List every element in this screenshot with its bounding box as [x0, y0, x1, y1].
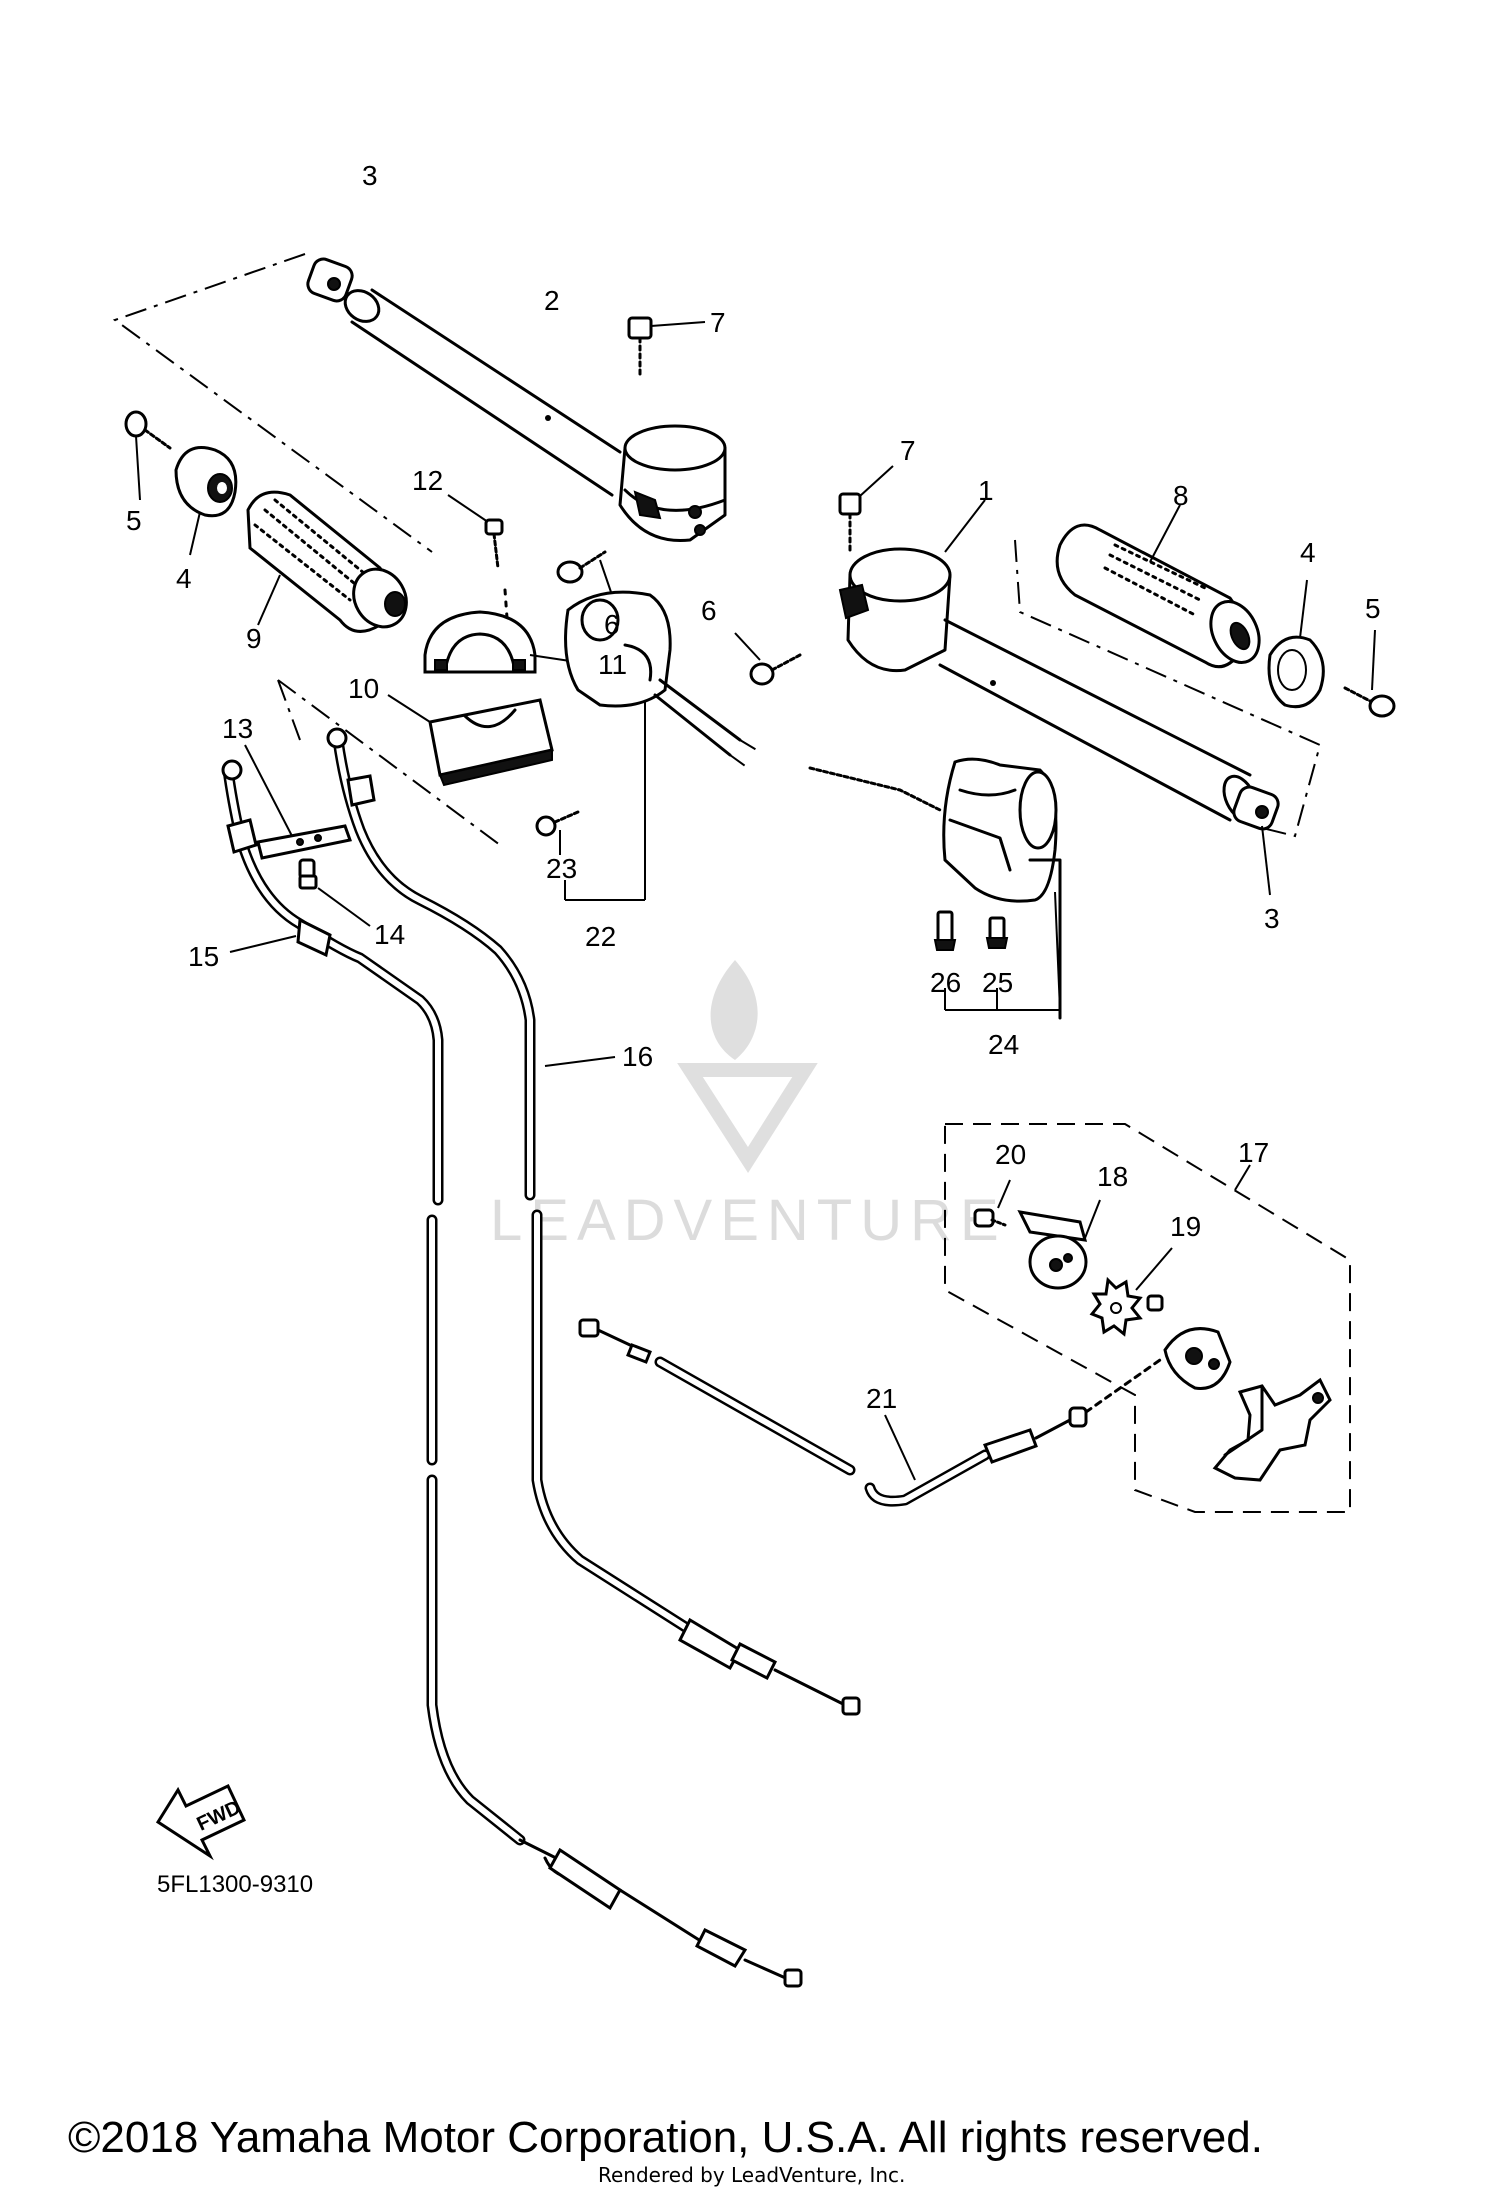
callout-4-right: 4	[1300, 537, 1316, 568]
callout-17: 17	[1238, 1137, 1269, 1168]
part-18-pulley	[1017, 1199, 1101, 1290]
callout-7-left: 7	[710, 307, 726, 338]
part-1-right-handlebar	[838, 499, 1258, 822]
watermark-text: LEADVENTURE	[490, 1188, 1007, 1253]
part-6-bolt-right	[734, 632, 802, 686]
part-13-bracket	[244, 744, 352, 860]
part-16-cable	[326, 727, 861, 1716]
callout-20: 20	[995, 1139, 1026, 1170]
callout-11: 11	[598, 649, 627, 680]
part-6-bolt-left	[556, 550, 613, 596]
part-9-left-grip	[246, 490, 408, 633]
callout-21: 21	[866, 1383, 897, 1414]
part-15-cable	[221, 759, 803, 1988]
part-5-bolt-right	[1343, 629, 1396, 718]
part-14-bolt	[298, 858, 371, 927]
fwd-arrow-icon: FWD	[155, 1783, 246, 1861]
part-24-right-switch	[808, 757, 1062, 1020]
leadventure-watermark: LEADVENTURE	[490, 960, 1007, 1253]
callout-4-left: 4	[176, 563, 192, 594]
callout-15: 15	[188, 941, 219, 972]
callout-labels: 3 2 7 7 1 8 12 5 4 6 9 4 5 6 11 10 13 23…	[126, 160, 1381, 1414]
callout-7-right: 7	[900, 435, 916, 466]
part-7-bolt-right	[838, 465, 894, 552]
callout-10: 10	[348, 673, 379, 704]
part-26-screw	[933, 910, 957, 1010]
part-17-leader	[1234, 1164, 1251, 1191]
callout-5-left: 5	[126, 505, 142, 536]
part-11-upper-holder	[423, 610, 591, 674]
part-5-bolt-left	[124, 410, 172, 501]
part-3-right-bar-end	[1232, 785, 1280, 896]
part-21-cable	[578, 1318, 1162, 1507]
callout-9: 9	[246, 623, 262, 654]
part-7-bolt-left	[627, 316, 706, 380]
callout-3-right: 3	[1264, 903, 1280, 934]
callout-6-left: 6	[604, 609, 620, 640]
callout-3-left: 3	[362, 160, 378, 191]
part-22-left-switch	[564, 590, 761, 901]
callout-13: 13	[222, 713, 253, 744]
callout-16: 16	[622, 1041, 653, 1072]
callout-6-right: 6	[701, 595, 717, 626]
callout-18: 18	[1097, 1161, 1128, 1192]
callout-26: 26	[930, 967, 961, 998]
callout-23: 23	[546, 853, 577, 884]
alignment-line-left-upper	[112, 253, 433, 553]
part-19-gear	[1089, 1247, 1173, 1337]
callout-24: 24	[988, 1029, 1019, 1060]
callout-5-right: 5	[1365, 593, 1381, 624]
callout-12: 12	[412, 465, 443, 496]
callout-2: 2	[544, 285, 560, 316]
callout-1: 1	[978, 475, 994, 506]
throttle-housing	[1163, 1327, 1332, 1482]
part-23-screw	[535, 810, 580, 900]
alignment-line-right	[1014, 539, 1322, 838]
part-10-lower-holder	[387, 694, 554, 787]
callout-14: 14	[374, 919, 405, 950]
callout-8: 8	[1173, 480, 1189, 511]
part-3-left-bar-end	[306, 257, 354, 303]
part-17-assembly-outline	[944, 1123, 1351, 1513]
part-4-left-weight	[174, 446, 238, 556]
callout-25: 25	[982, 967, 1013, 998]
callout-22: 22	[585, 921, 616, 952]
left-clamp	[618, 424, 727, 543]
part-2-left-handlebar	[343, 288, 622, 497]
watermark-flame-icon	[710, 960, 758, 1060]
part-8-right-grip	[1055, 504, 1261, 669]
alignment-line-left-lower	[277, 679, 501, 846]
part-4-right-weight	[1267, 579, 1325, 709]
watermark-v-icon	[677, 1063, 818, 1174]
rendered-by-notice: Rendered by LeadVenture, Inc.	[598, 2163, 905, 2187]
diagram-code: 5FL1300-9310	[157, 1871, 313, 1898]
callout-19: 19	[1170, 1211, 1201, 1242]
part-20-screw	[973, 1179, 1011, 1228]
part-25-screw	[985, 916, 1009, 1010]
copyright-notice: ©2018 Yamaha Motor Corporation, U.S.A. A…	[68, 2113, 1263, 2162]
